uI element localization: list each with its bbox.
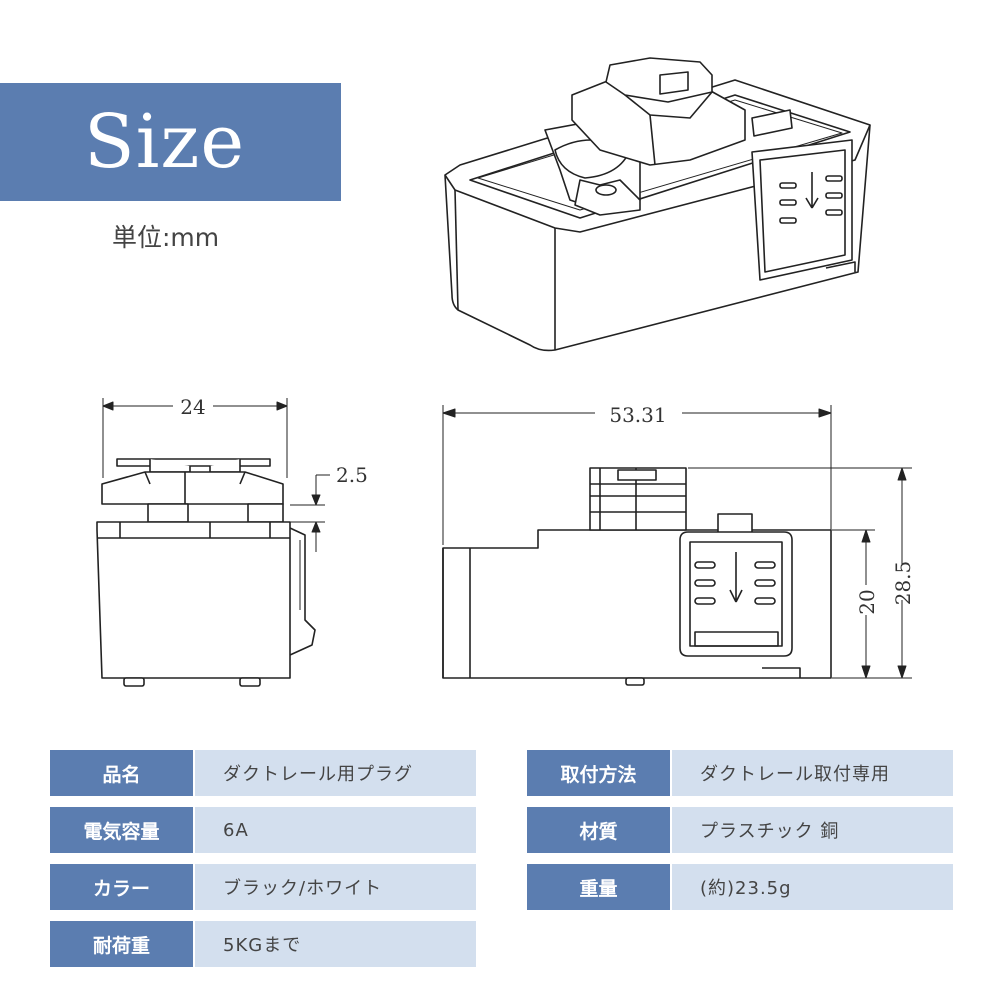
spec-value: (約)23.5g [672,864,953,910]
spec-value: ダクトレール用プラグ [195,750,476,796]
spec-key: カラー [50,864,193,910]
unit-label: 単位:mm [112,223,220,252]
dim-length-53-31: 53.31 [609,403,666,427]
spec-row-capacity: 電気容量 6A [50,807,476,853]
spec-key: 耐荷重 [50,921,193,967]
spec-value: ダクトレール取付専用 [672,750,953,796]
dim-width-24: 24 [180,395,205,419]
spec-key: 取付方法 [527,750,670,796]
dim-height-20: 20 [855,589,879,614]
dim-height-28-5: 28.5 [891,561,915,606]
spec-row-product-name: 品名 ダクトレール用プラグ [50,750,476,796]
spec-key: 重量 [527,864,670,910]
spec-value: プラスチック 銅 [672,807,953,853]
side-view: 53.31 28.5 20 [442,403,915,686]
spec-value: ブラック/ホワイト [195,864,476,910]
spec-key: 材質 [527,807,670,853]
spec-row-weight: 重量 (約)23.5g [527,864,953,910]
spec-row-material: 材質 プラスチック 銅 [527,807,953,853]
size-banner: Size [0,83,341,201]
dim-offset-2-5: 2.5 [336,463,368,487]
spec-key: 品名 [50,750,193,796]
product-drawing: 24 2.5 53.31 28.5 20 [96,57,915,687]
isometric-view [444,57,871,352]
size-title: Size [84,99,246,185]
spec-key: 電気容量 [50,807,193,853]
spec-value: 6A [195,807,476,853]
spec-value: 5KGまで [195,921,476,967]
spec-row-color: カラー ブラック/ホワイト [50,864,476,910]
spec-row-load: 耐荷重 5KGまで [50,921,476,967]
front-view: 24 2.5 [96,395,368,687]
spec-row-mounting: 取付方法 ダクトレール取付専用 [527,750,953,796]
